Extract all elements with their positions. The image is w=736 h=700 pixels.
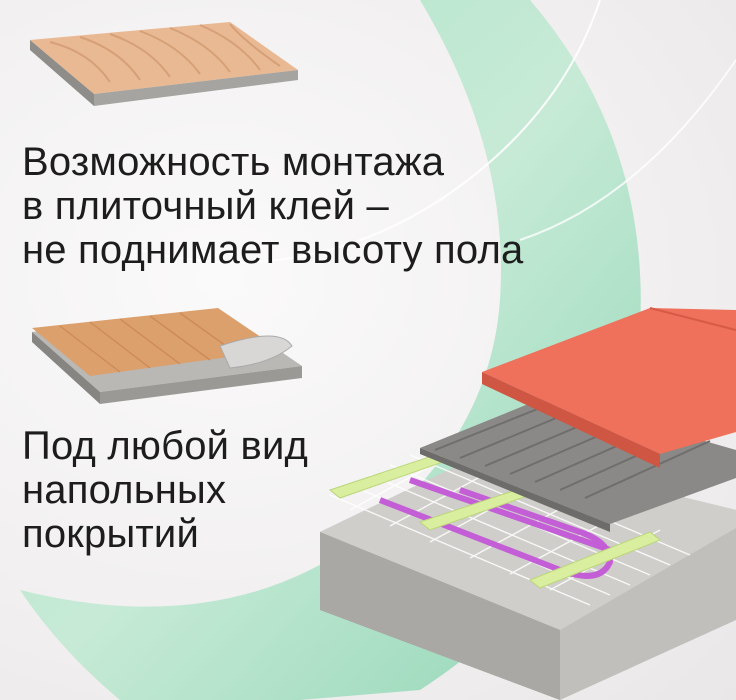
tile-adhesive-illustration (30, 22, 298, 106)
headline-line: напольных (22, 468, 227, 512)
headline-any-flooring: Под любой вид напольных покрытий (22, 424, 308, 556)
headline-line: Под любой вид (22, 424, 309, 468)
headline-line: в плиточный клей – (22, 184, 389, 228)
headline-line: не поднимает высоту пола (22, 228, 524, 272)
headline-line: Возможность монтажа (22, 140, 445, 184)
wood-floor-illustration (32, 308, 302, 404)
heating-mat-layers-illustration (320, 307, 736, 700)
headline-line: покрытий (22, 512, 200, 556)
headline-adhesive-install: Возможность монтажа в плиточный клей – н… (22, 140, 523, 272)
